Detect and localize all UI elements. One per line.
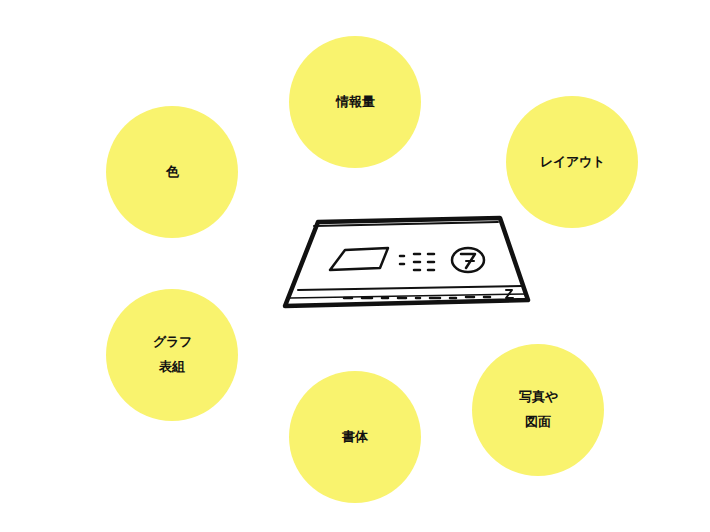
topic-circle: グラフ 表組 — [106, 289, 238, 421]
topic-circle: レイアウト — [506, 96, 638, 228]
topic-label: 情報量 — [336, 90, 375, 115]
topic-label: 書体 — [342, 425, 368, 450]
topic-circle: 写真や 図面 — [472, 344, 604, 476]
topic-label: レイアウト — [540, 150, 605, 175]
topic-circle: 色 — [106, 106, 238, 238]
topic-circle: 情報量 — [289, 36, 421, 168]
topic-label: 色 — [166, 160, 179, 185]
topic-label: グラフ 表組 — [150, 330, 194, 379]
topic-circle: 書体 — [289, 371, 421, 503]
topic-label: 写真や 図面 — [516, 385, 560, 434]
